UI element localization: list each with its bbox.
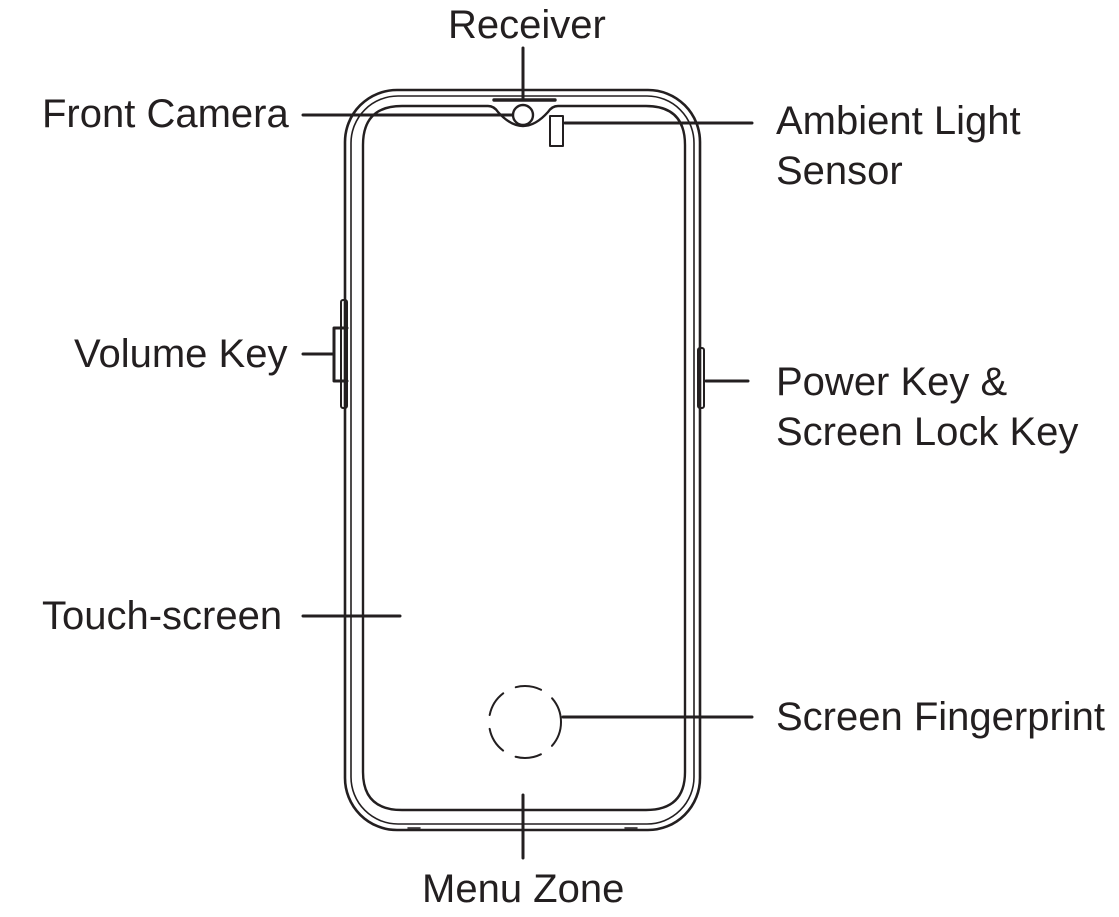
- volume-key-shape: [340, 299, 348, 409]
- label-volume-key-text: Volume Key: [74, 332, 288, 376]
- volume-key-bracket: [332, 326, 349, 383]
- label-screen-fingerprint-text: Screen Fingerprint: [776, 695, 1106, 739]
- fingerprint-circle: [488, 685, 562, 759]
- label-power-key-line-2: Screen Lock Key: [776, 410, 1079, 454]
- front-camera-lens: [511, 103, 535, 127]
- label-screen-fingerprint: Screen Fingerprint: [776, 692, 1105, 742]
- label-power-key: Power Key & Screen Lock Key: [776, 357, 1078, 457]
- label-ambient-light-line-1: Ambient Light: [776, 99, 1021, 143]
- label-front-camera-text: Front Camera: [42, 92, 289, 136]
- phone-body-outer: [343, 88, 702, 832]
- label-receiver-text: Receiver: [448, 3, 606, 47]
- label-ambient-light-line-2: Sensor: [776, 149, 903, 193]
- label-touch-screen-text: Touch-screen: [42, 594, 283, 638]
- ambient-light-sensor-shape: [549, 115, 564, 147]
- label-ambient-light-sensor: Ambient Light Sensor: [776, 96, 1021, 196]
- label-volume-key: Volume Key: [74, 329, 287, 379]
- label-power-key-line-1: Power Key &: [776, 360, 1008, 404]
- label-front-camera: Front Camera: [42, 89, 289, 139]
- label-menu-zone-text: Menu Zone: [422, 867, 625, 911]
- phone-body-rim: [350, 95, 695, 825]
- label-touch-screen: Touch-screen: [42, 591, 282, 641]
- phone-screen: [361, 104, 687, 812]
- power-key-shape: [697, 347, 705, 409]
- label-menu-zone: Menu Zone: [422, 864, 624, 914]
- label-receiver: Receiver: [448, 0, 606, 50]
